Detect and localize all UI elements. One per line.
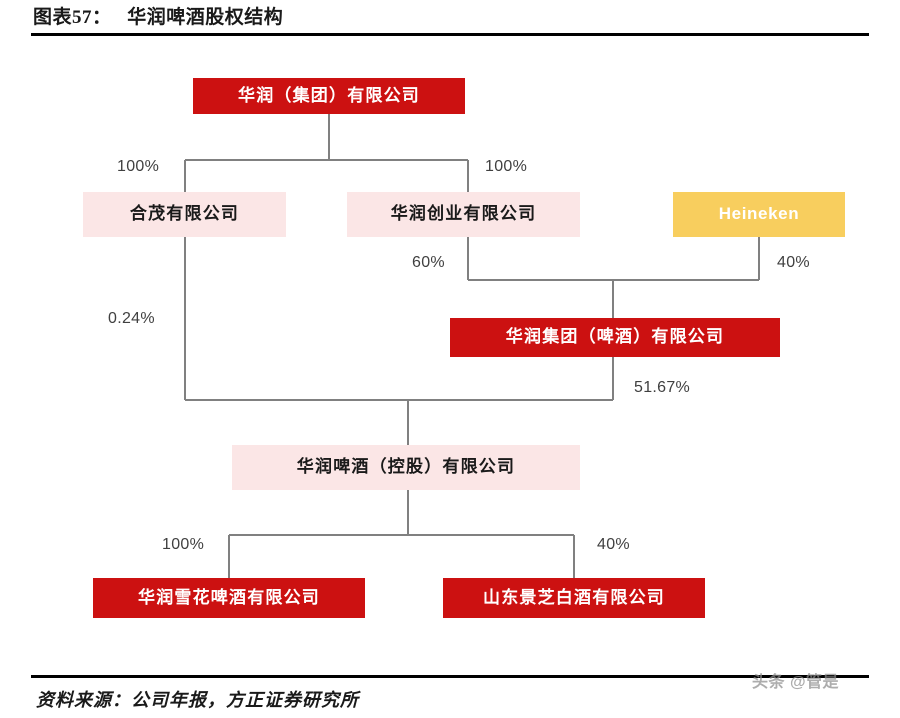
node-heineken[interactable]: Heineken xyxy=(673,192,845,237)
source-note: 资料来源：公司年报，方正证券研究所 xyxy=(36,690,359,710)
edge-label-holding-to-snow: 100% xyxy=(162,536,205,553)
node-hemao-limited[interactable]: 合茂有限公司 xyxy=(83,192,286,237)
node-label: 华润创业有限公司 xyxy=(390,204,537,224)
node-label: 山东景芝白酒有限公司 xyxy=(483,587,665,607)
edge-label-holding-to-jingzhi: 40% xyxy=(597,536,630,553)
node-label: 华润集团（啤酒）有限公司 xyxy=(505,327,725,347)
page-title: 图表57： 华润啤酒股权结构 xyxy=(33,7,284,28)
edge-label-crc-to-hemao: 100% xyxy=(117,158,160,175)
figure-header: 图表57： 华润啤酒股权结构 xyxy=(0,0,900,46)
footer-divider xyxy=(31,675,869,678)
header-divider xyxy=(31,33,869,36)
org-chart-canvas: 华润（集团）有限公司 合茂有限公司 华润创业有限公司 Heineken 华润集团… xyxy=(0,46,900,666)
node-label: 华润（集团）有限公司 xyxy=(238,85,420,105)
node-label: 华润雪花啤酒有限公司 xyxy=(138,587,320,607)
node-label: 华润啤酒（控股）有限公司 xyxy=(296,457,516,477)
node-snow-beer[interactable]: 华润雪花啤酒有限公司 xyxy=(93,578,365,618)
edge-label-crc-to-cre: 100% xyxy=(485,158,528,175)
node-label: 合茂有限公司 xyxy=(129,204,240,224)
edge-label-hemao-to-holding: 0.24% xyxy=(108,310,155,327)
node-label: Heineken xyxy=(718,204,800,224)
node-china-resources-group-beer[interactable]: 华润集团（啤酒）有限公司 xyxy=(450,318,780,357)
toutiao-watermark: 头条 @管是 xyxy=(752,674,840,691)
node-shandong-jingzhi[interactable]: 山东景芝白酒有限公司 xyxy=(443,578,705,618)
figure-footer: 资料来源：公司年报，方正证券研究所 头条 @管是 xyxy=(0,666,900,718)
edge-label-cre-to-crbeer: 60% xyxy=(412,254,445,271)
node-china-resources-group[interactable]: 华润（集团）有限公司 xyxy=(193,78,465,114)
node-china-resources-beer-holdings[interactable]: 华润啤酒（控股）有限公司 xyxy=(232,445,580,490)
node-china-resources-enterprise[interactable]: 华润创业有限公司 xyxy=(347,192,580,237)
edge-label-heineken-to-crbeer: 40% xyxy=(777,254,810,271)
edge-label-crbeer-to-holding: 51.67% xyxy=(634,379,691,396)
